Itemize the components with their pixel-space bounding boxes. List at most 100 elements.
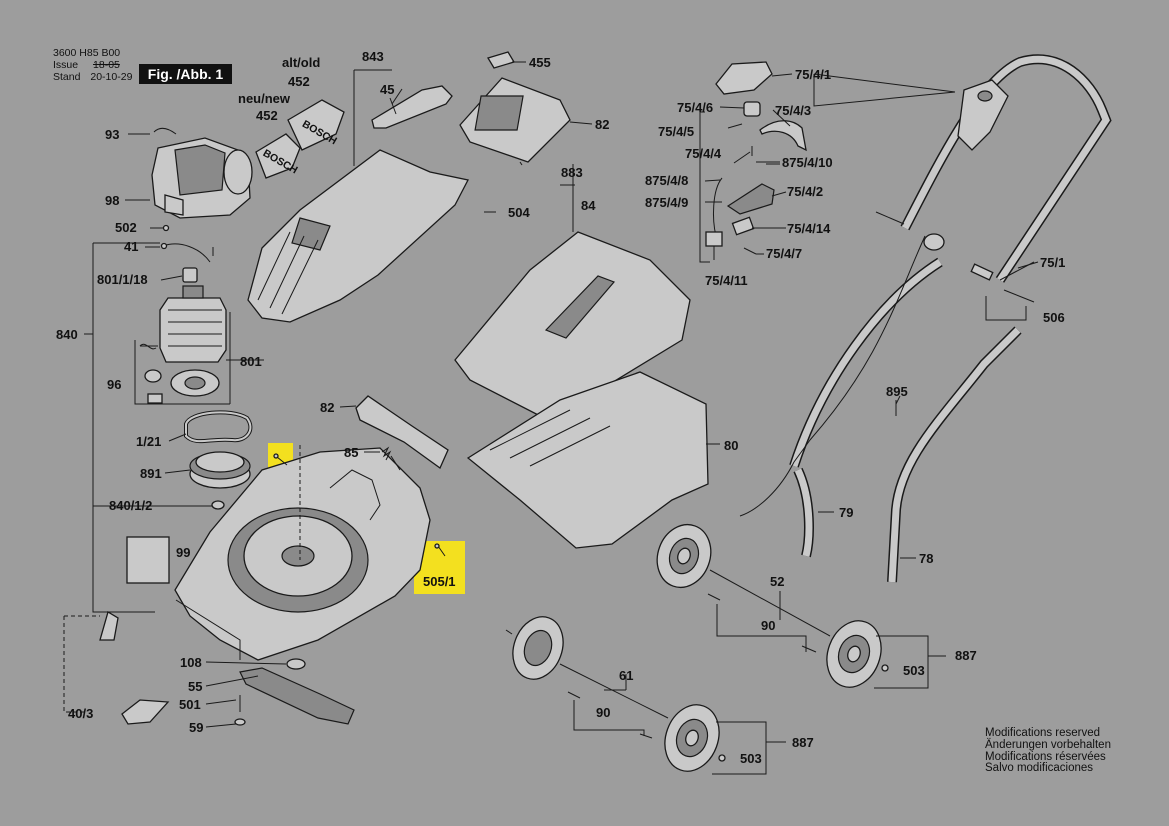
label-90-bot: 90 [596, 705, 610, 720]
motor-801 [159, 285, 264, 363]
wheel-front-right [826, 620, 946, 689]
stand-date: 20-10-29 [90, 71, 133, 83]
handle-78 [887, 326, 1022, 583]
knob-75-4-14 [875, 211, 945, 251]
label-45: 45 [380, 82, 394, 97]
label-503-bot: 503 [740, 751, 762, 766]
label-75-4-4: 75/4/4 [685, 146, 722, 161]
label-875-4-8: 875/4/8 [645, 173, 688, 188]
label-503-top: 503 [903, 663, 925, 678]
grassbox-lid-84 [454, 164, 691, 421]
handle-45 [371, 85, 453, 129]
label-801-1-18: 801/1/18 [97, 272, 148, 287]
figure-badge: Fig. /Abb. 1 [139, 64, 232, 84]
label-840-1-2: 840/1/2 [109, 498, 152, 513]
label-75-4-6: 75/4/6 [677, 100, 713, 115]
label-452-new: 452 [256, 108, 278, 123]
deck-housing [174, 445, 431, 661]
label-883: 883 [561, 165, 583, 180]
label-891: 891 [140, 466, 162, 481]
label-98: 98 [105, 193, 119, 208]
switch-parts [699, 101, 807, 263]
label-79: 79 [839, 505, 853, 520]
label-55: 55 [188, 679, 202, 694]
screw-top [273, 453, 288, 466]
label-93: 93 [105, 127, 119, 142]
clip-40-3-upper [99, 611, 119, 641]
spring-85 [381, 446, 401, 471]
wheel-rear-right [656, 523, 712, 589]
cable-41 [160, 242, 214, 263]
label-887-top: 887 [955, 648, 977, 663]
footer-line-4: Salvo modificaciones [985, 762, 1094, 775]
label-502: 502 [115, 220, 137, 235]
label-59: 59 [189, 720, 203, 735]
grassbox-80 [466, 371, 720, 549]
label-505-1: 505/1 [423, 574, 456, 589]
label-843: 843 [362, 49, 384, 64]
blade-55 [239, 667, 355, 725]
screw-505-1 [434, 543, 446, 557]
stand-row: Stand 20-10-29 [53, 71, 132, 83]
cable-handle [739, 235, 926, 517]
panel-455 [459, 51, 571, 166]
label-96: 96 [107, 377, 121, 392]
label-75-4-3: 75/4/3 [775, 103, 811, 118]
bolt-506 [970, 263, 1035, 321]
belt-1-21 [184, 410, 253, 444]
label-75-4-1: 75/4/1 [795, 67, 831, 82]
switch-75-4-1 [715, 61, 773, 95]
handle-79 [789, 257, 943, 558]
footer-line-3: Modifications réservées [985, 750, 1106, 763]
pulley-891 [189, 451, 251, 489]
label-82-mid: 82 [320, 400, 334, 415]
spring-90-top [707, 593, 817, 653]
issue-row: Issue 18-05 [53, 59, 132, 71]
footer-line-2: Änderungen vorbehalten [985, 738, 1111, 751]
label-52: 52 [770, 574, 784, 589]
axle-61 [559, 663, 669, 719]
label-alt-old: alt/old [282, 55, 320, 70]
label-501: 501 [179, 697, 201, 712]
issue-label: Issue [53, 59, 79, 71]
label-80: 80 [724, 438, 738, 453]
part-82-mid [355, 395, 449, 469]
label-82-top: 82 [595, 117, 609, 132]
motor-housing-98 [151, 137, 253, 219]
label-leaders [125, 61, 1039, 728]
label-neu-new: neu/new [238, 91, 291, 106]
wheel-front-left [664, 704, 786, 775]
clip-40-3 [121, 699, 170, 725]
spring-90-bot [567, 691, 653, 739]
footer-notes: Modifications reserved Änderungen vorbeh… [985, 727, 1111, 775]
label-85: 85 [344, 445, 358, 460]
footer-line-1: Modifications reserved [985, 727, 1101, 739]
label-887-bot: 887 [792, 735, 814, 750]
label-75-4-14: 75/4/14 [787, 221, 831, 236]
logo-plate-old: BOSCH [287, 99, 345, 151]
label-455: 455 [529, 55, 551, 70]
logo-plate-new: BOSCH [255, 133, 301, 179]
label-1-21: 1/21 [136, 434, 161, 449]
brushes-96 [139, 343, 220, 404]
issue-old: 18-05 [93, 59, 120, 71]
plate-99 [126, 536, 170, 584]
label-75-4-2: 75/4/2 [787, 184, 823, 199]
washer-59 [234, 718, 246, 726]
bracket-840 [63, 242, 231, 713]
label-90-top: 90 [761, 618, 775, 633]
leader-lines-right [813, 73, 1035, 559]
label-84: 84 [581, 198, 596, 213]
label-99: 99 [176, 545, 190, 560]
label-75-4-5: 75/4/5 [658, 124, 694, 139]
handle-75-1 [900, 54, 1112, 283]
label-875-4-9: 875/4/9 [645, 195, 688, 210]
label-895: 895 [886, 384, 908, 399]
bearing-801-1-18 [182, 267, 198, 283]
label-504: 504 [508, 205, 530, 220]
doc-number: 3600 H85 B00 [53, 47, 121, 59]
label-452-old: 452 [288, 74, 310, 89]
document-header: 3600 H85 B00 Issue 18-05 Stand 20-10-29 [53, 47, 132, 83]
wheel-rear-left [505, 616, 564, 680]
